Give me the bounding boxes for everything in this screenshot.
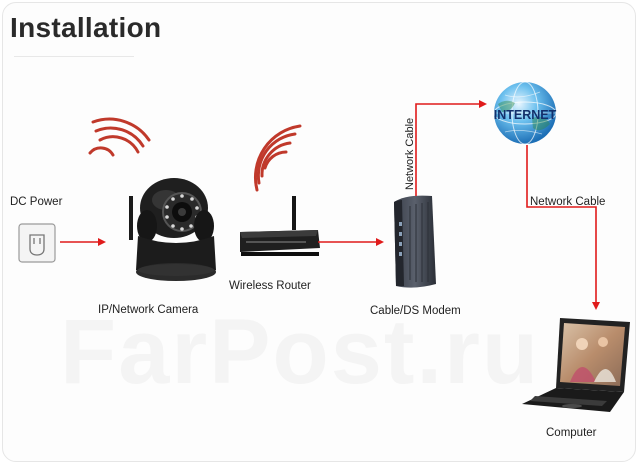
camera-wifi-icon [88, 117, 151, 157]
ip-camera-icon [129, 178, 216, 281]
computer-label: Computer [546, 427, 597, 439]
internet-label: INTERNET [494, 108, 557, 122]
cable-internet-to-computer [526, 145, 600, 310]
wireless-router-icon [240, 196, 320, 256]
laptop-computer-icon [522, 318, 630, 412]
diagram-panel [2, 2, 636, 462]
network-cable-horizontal-label: Network Cable [530, 196, 606, 208]
router-label: Wireless Router [229, 280, 311, 292]
cable-modem-icon [394, 195, 436, 288]
page-title: Installation [10, 12, 162, 43]
cable-modem-to-internet [415, 100, 487, 196]
camera-label: IP/Network Camera [98, 304, 199, 316]
router-wifi-icon [253, 124, 302, 192]
dc-power-label: DC Power [10, 196, 63, 208]
watermark: FarPost.ru [60, 301, 541, 403]
network-cable-vertical-label: Network Cable [404, 117, 416, 190]
dc-power-adapter-icon [18, 223, 56, 263]
title-underline [14, 56, 134, 57]
internet-globe-icon [493, 81, 557, 145]
modem-label: Cable/DS Modem [370, 305, 461, 317]
